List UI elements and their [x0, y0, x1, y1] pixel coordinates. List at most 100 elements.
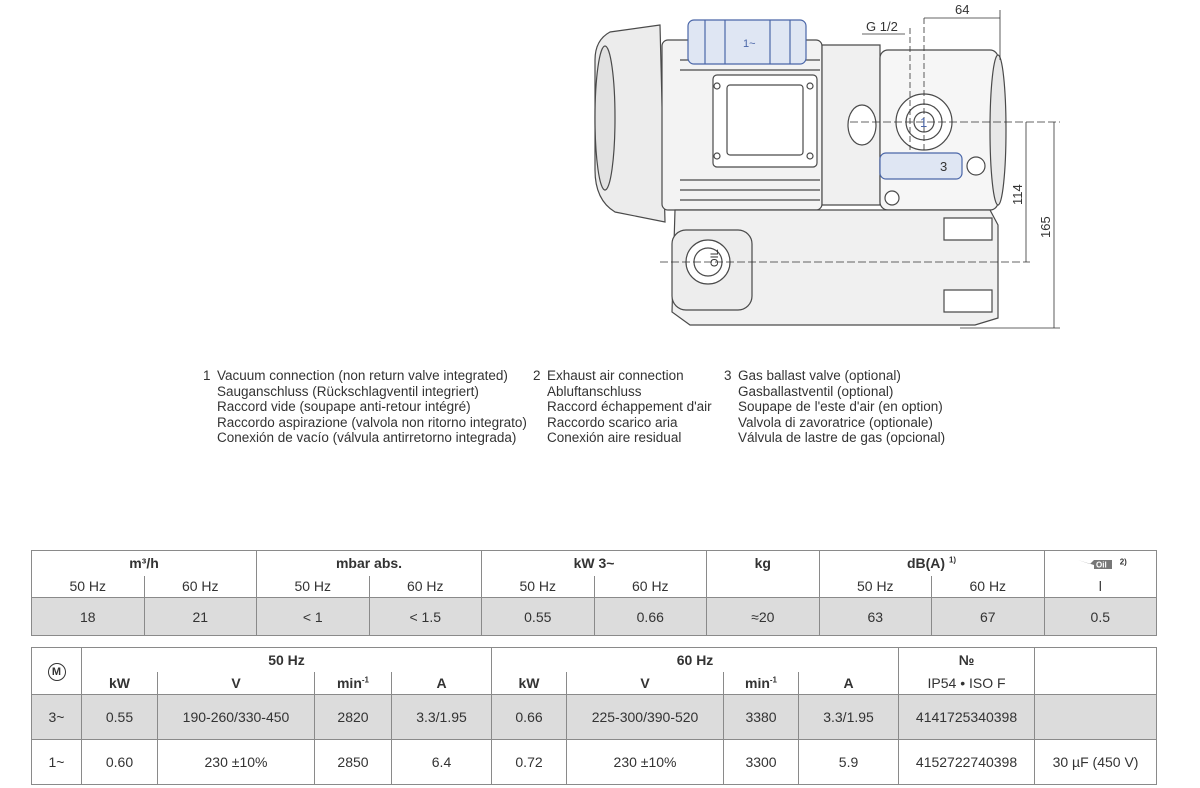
cell-kw-60: 0.66	[491, 694, 568, 740]
cell-phase: 1~	[31, 739, 82, 785]
cell-a-50: 3.3/1.95	[390, 694, 493, 740]
group-50hz: 50 Hz	[80, 647, 493, 672]
legend-line: Raccord vide (soupape anti-retour intégr…	[217, 399, 471, 414]
cell-min-50: 2850	[314, 739, 392, 785]
dim-64: 64	[955, 2, 969, 17]
callout-motor-phase: 1~	[743, 38, 756, 50]
footnote-1: 1)	[948, 555, 957, 565]
col-kw-50: kW	[81, 671, 158, 695]
legend-number: 1	[203, 368, 211, 383]
header-pressure: mbar abs.	[255, 550, 483, 576]
cell-number: 4141725340398	[898, 694, 1036, 740]
cell-extra	[1034, 694, 1158, 740]
oil-can-label: Oil	[1096, 560, 1107, 569]
val-noise-50: 63	[818, 597, 933, 636]
cell-phase: 3~	[31, 694, 82, 740]
header-extra	[1034, 647, 1158, 672]
motor-table: M 50 Hz 60 Hz № kW V min-1 A kW V min-1 …	[31, 647, 1158, 785]
col-min-50: min-1	[314, 671, 392, 695]
cell-a-60: 5.9	[798, 739, 900, 785]
sub-pres-60: 60 Hz	[368, 575, 483, 598]
sub-flow-60: 60 Hz	[143, 575, 257, 598]
col-a-50: A	[390, 671, 493, 695]
cell-kw-60: 0.72	[491, 739, 568, 785]
col-min-50-label: min	[336, 674, 362, 691]
col-min-60-exp: -1	[769, 675, 778, 685]
pump-technical-drawing: G 1/2 64 114 165 1~ 1 3 OIL	[594, 2, 1060, 329]
legend-line: Abluftanschluss	[547, 383, 642, 399]
cell-a-60: 3.3/1.95	[798, 694, 900, 740]
legend-line: Vacuum connection (non return valve inte…	[217, 368, 508, 383]
cell-kw-50: 0.55	[81, 694, 158, 740]
cell-extra: 30 µF (450 V)	[1034, 739, 1158, 785]
val-pow-50: 0.55	[481, 597, 595, 636]
val-weight: ≈20	[706, 597, 820, 636]
col-v-50: V	[157, 671, 315, 695]
legend-line: Conexión de vacío (válvula antirretorno …	[217, 430, 517, 445]
legend-number: 3	[724, 368, 732, 383]
legend-line: Soupape de l'este d'air (en option)	[738, 399, 943, 414]
legend-line: Conexión aire residual	[547, 430, 682, 445]
val-flow-50: 18	[31, 597, 145, 636]
header-power: kW 3~	[481, 550, 708, 576]
oil-can-icon: Oil	[1077, 559, 1112, 569]
oil-label: OIL	[709, 249, 721, 267]
cell-v-60: 225-300/390-520	[566, 694, 725, 740]
legend-number: 2	[533, 368, 541, 383]
col-kw-60: kW	[491, 671, 568, 695]
val-pres-50: < 1	[256, 597, 370, 636]
legend-line: Gasballastventil (optional)	[738, 383, 894, 399]
cell-min-60: 3380	[723, 694, 800, 740]
legend-line: Exhaust air connection	[547, 368, 684, 383]
header-number: №	[898, 647, 1036, 672]
sub-pow-60: 60 Hz	[593, 575, 708, 598]
legend-item-2: 2 Exhaust air connection Abluftanschluss…	[533, 368, 712, 446]
col-v-60: V	[566, 671, 725, 695]
legend-item-1: 1 Vacuum connection (non return valve in…	[203, 368, 527, 446]
sub-flow-50: 50 Hz	[31, 575, 145, 598]
header-flow: m³/h	[31, 550, 257, 576]
header-noise-label: dB(A)	[906, 555, 946, 572]
col-a-60: A	[798, 671, 900, 695]
col-min-60: min-1	[723, 671, 800, 695]
sub-pres-50: 50 Hz	[256, 575, 370, 598]
col-ip: IP54 • ISO F	[898, 671, 1036, 695]
motor-icon: M	[47, 662, 66, 681]
legend-line: Raccord échappement d'air	[547, 399, 712, 414]
header-noise: dB(A) 1)	[818, 550, 1045, 576]
cell-v-60: 230 ±10%	[566, 739, 725, 785]
footnote-2: 2)	[1119, 557, 1127, 567]
header-oil: Oil 2)	[1043, 550, 1158, 576]
callout-3: 3	[940, 159, 947, 174]
table-row: 3~ 0.55 190-260/330-450 2820 3.3/1.95 0.…	[31, 694, 1158, 740]
header-weight: kg	[706, 550, 820, 576]
legend-line: Valvola di zavoratrice (optionale)	[738, 414, 933, 430]
callout-1: 1	[920, 115, 927, 130]
cell-a-50: 6.4	[390, 739, 493, 785]
legend-line: Raccordo aspirazione (valvola non ritorn…	[217, 414, 527, 430]
cell-min-50: 2820	[314, 694, 392, 740]
legend-line: Sauganschluss (Rückschlagventil integrie…	[217, 383, 479, 399]
dim-114: 114	[1010, 184, 1025, 205]
cell-min-60: 3300	[723, 739, 800, 785]
sub-noise-50: 50 Hz	[818, 575, 933, 598]
dim-165: 165	[1038, 216, 1053, 238]
legend-line: Gas ballast valve (optional)	[738, 368, 901, 383]
legend-item-3: 3 Gas ballast valve (optional) Gasballas…	[724, 368, 945, 446]
performance-table: m³/h mbar abs. kW 3~ kg dB(A) 1) Oil 2) …	[31, 550, 1158, 636]
dim-g-half: G 1/2	[866, 19, 898, 34]
col-extra	[1034, 671, 1158, 695]
sub-weight	[706, 575, 820, 598]
col-min-60-label: min	[745, 674, 770, 691]
motor-symbol: M	[31, 647, 82, 695]
legend-line: Raccordo scarico aria	[547, 414, 678, 430]
cell-v-50: 190-260/330-450	[157, 694, 315, 740]
val-pres-60: < 1.5	[368, 597, 483, 636]
val-pow-60: 0.66	[593, 597, 708, 636]
sub-pow-50: 50 Hz	[481, 575, 595, 598]
val-oil: 0.5	[1043, 597, 1158, 636]
cell-kw-50: 0.60	[81, 739, 158, 785]
val-flow-60: 21	[143, 597, 257, 636]
cell-v-50: 230 ±10%	[157, 739, 315, 785]
sub-oil-unit: l	[1043, 575, 1158, 598]
